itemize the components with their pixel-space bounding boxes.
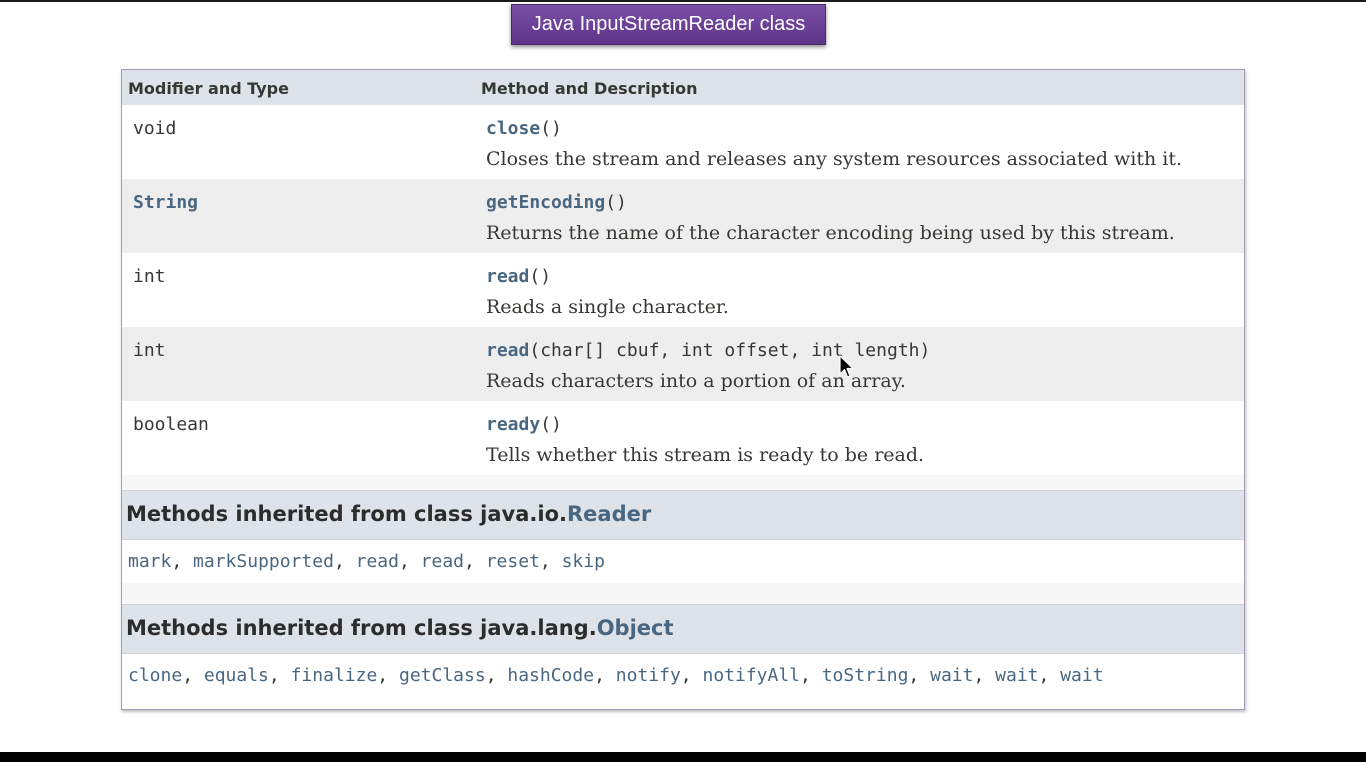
class-link-object[interactable]: Object	[596, 616, 674, 640]
inherited-reader-methods: mark, markSupported, read, read, reset, …	[128, 551, 605, 572]
column-header-method-description: Method and Description	[481, 79, 698, 98]
table-row: int read(char[] cbuf, int offset, int le…	[122, 327, 1244, 401]
method-signature: close()	[486, 118, 562, 139]
list-separator: ,	[680, 665, 703, 686]
list-separator: ,	[973, 665, 996, 686]
inherited-method-link[interactable]: mark	[128, 551, 172, 572]
inherited-method-link[interactable]: finalize	[290, 665, 378, 686]
return-type: int	[133, 340, 166, 361]
return-type: boolean	[133, 414, 209, 435]
inherited-method-link[interactable]: notifyAll	[702, 665, 801, 686]
list-separator: ,	[182, 665, 204, 686]
list-separator: ,	[908, 665, 931, 686]
method-description: Tells whether this stream is ready to be…	[486, 444, 925, 466]
inherited-object-title: Methods inherited from class java.lang.O…	[126, 616, 674, 640]
list-separator: ,	[1038, 665, 1061, 686]
return-type: int	[133, 266, 166, 287]
inherited-prefix: Methods inherited from class java.lang.	[126, 616, 597, 640]
list-separator: ,	[377, 665, 399, 686]
inherited-method-link[interactable]: getClass	[398, 665, 486, 686]
method-summary-panel: Modifier and Type Method and Description…	[121, 69, 1245, 710]
method-params: ()	[540, 118, 562, 139]
section-spacer	[122, 475, 1244, 490]
list-separator: ,	[594, 665, 616, 686]
inherited-method-link[interactable]: notify	[615, 665, 681, 686]
list-separator: ,	[539, 551, 562, 572]
inherited-method-link[interactable]: wait	[930, 665, 974, 686]
top-border-line	[0, 0, 1366, 2]
inherited-object-methods: clone, equals, finalize, getClass, hashC…	[128, 665, 1104, 686]
inherited-method-link[interactable]: clone	[128, 665, 183, 686]
method-description: Returns the name of the character encodi…	[486, 222, 1175, 244]
method-params: ()	[605, 192, 627, 213]
list-separator: ,	[485, 665, 508, 686]
list-separator: ,	[268, 665, 291, 686]
class-link-reader[interactable]: Reader	[566, 502, 652, 526]
list-separator: ,	[464, 551, 486, 572]
table-row: String getEncoding() Returns the name of…	[122, 179, 1244, 253]
inherited-reader-title: Methods inherited from class java.io.Rea…	[126, 502, 651, 526]
inherited-method-link[interactable]: equals	[203, 665, 269, 686]
method-signature: ready()	[486, 414, 562, 435]
method-signature: read()	[486, 266, 551, 287]
inherited-method-link[interactable]: markSupported	[193, 551, 334, 572]
inherited-prefix: Methods inherited from class java.io.	[126, 502, 567, 526]
method-params: ()	[540, 414, 562, 435]
inherited-method-link[interactable]: read	[355, 551, 399, 572]
inherited-method-link[interactable]: reset	[485, 551, 540, 572]
table-row: void close() Closes the stream and relea…	[122, 105, 1244, 179]
list-separator: ,	[398, 551, 421, 572]
list-separator: ,	[171, 551, 194, 572]
table-row: boolean ready() Tells whether this strea…	[122, 401, 1244, 475]
method-link-ready[interactable]: ready	[486, 414, 541, 435]
column-header-modifier-type: Modifier and Type	[128, 79, 289, 98]
method-description: Closes the stream and releases any syste…	[486, 148, 1183, 170]
inherited-method-link[interactable]: wait	[995, 665, 1039, 686]
method-params: ()	[529, 266, 552, 287]
method-signature: read(char[] cbuf, int offset, int length…	[486, 340, 930, 361]
return-type-link[interactable]: String	[133, 192, 199, 213]
list-separator: ,	[333, 551, 356, 572]
method-signature: getEncoding()	[486, 192, 627, 213]
method-description: Reads a single character.	[486, 296, 729, 318]
bottom-border-bar	[0, 752, 1366, 762]
method-link-close[interactable]: close	[486, 118, 541, 139]
return-type: void	[133, 118, 177, 139]
method-link-getencoding[interactable]: getEncoding	[486, 192, 606, 213]
inherited-method-link[interactable]: skip	[561, 551, 605, 572]
mouse-pointer-icon	[839, 355, 854, 378]
table-row: int read() Reads a single character.	[122, 253, 1244, 327]
inherited-method-link[interactable]: hashCode	[507, 665, 595, 686]
inherited-reader-header: Methods inherited from class java.io.Rea…	[122, 490, 1244, 540]
method-params: (char[] cbuf, int offset, int length)	[529, 340, 931, 361]
inherited-method-link[interactable]: wait	[1060, 665, 1104, 686]
method-link-read-array[interactable]: read	[486, 340, 530, 361]
method-link-read[interactable]: read	[486, 266, 530, 287]
table-header-row: Modifier and Type Method and Description	[122, 70, 1244, 105]
inherited-method-link[interactable]: read	[420, 551, 465, 572]
section-spacer	[122, 583, 1244, 604]
slide-title: Java InputStreamReader class	[511, 4, 826, 45]
inherited-method-link[interactable]: toString	[821, 665, 909, 686]
inherited-object-header: Methods inherited from class java.lang.O…	[122, 604, 1244, 654]
method-description: Reads characters into a portion of an ar…	[486, 370, 906, 392]
list-separator: ,	[800, 665, 822, 686]
